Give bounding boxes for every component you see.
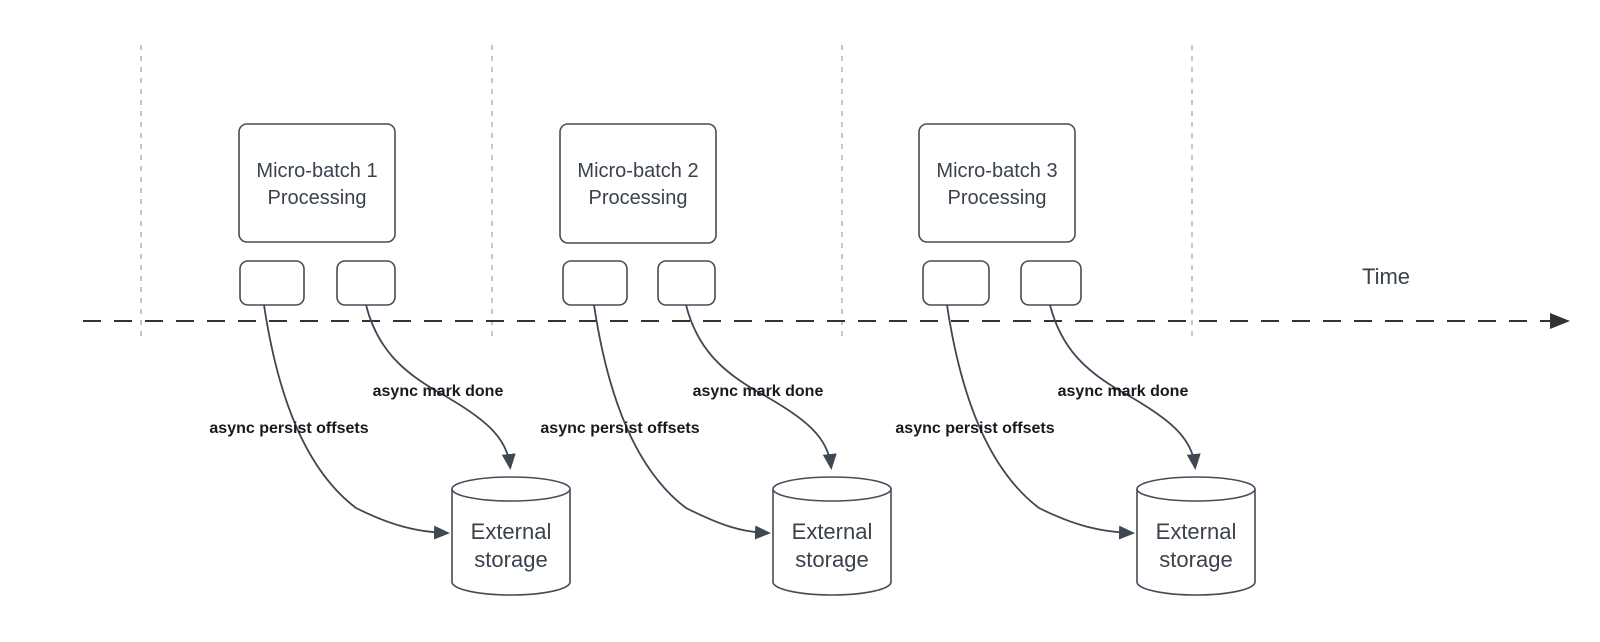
batch-3-persist-offsets-label: async persist offsets (895, 420, 1054, 437)
shapes (238, 123, 1256, 596)
batch-1-persist-offsets-label: async persist offsets (209, 420, 368, 437)
batch-1-mark-done-label: async mark done (373, 383, 504, 400)
batch-3-task-box-left (922, 260, 990, 306)
batch-2-task-box-left (562, 260, 628, 306)
batch-1-storage-cylinder (451, 476, 571, 596)
batch-1-title-line1: Micro-batch 1 (256, 160, 377, 182)
batch-2-title-line1: Micro-batch 2 (577, 160, 698, 182)
batch-3-persist-offsets-arrow (946, 304, 1135, 540)
batch-2-cylinder-body (772, 489, 892, 596)
batch-1-task-box-right (336, 260, 396, 306)
batch-2-persist-offsets-arrow (593, 304, 771, 540)
batch-3-processing-box (918, 123, 1076, 243)
time-axis-label-group: Time (1362, 264, 1410, 289)
shape-texts: Micro-batch 1 Processing Micro-batch 2 P… (256, 160, 1236, 572)
batch-1-cylinder-body (451, 489, 571, 596)
batch-3-mark-done-label: async mark done (1058, 383, 1189, 400)
time-guides (140, 45, 1193, 338)
batch-2-cylinder-top (772, 476, 892, 502)
batch-2-storage-label-line1: External (792, 519, 873, 544)
async-arrows (263, 304, 1201, 540)
batch-1-storage-label-line2: storage (474, 547, 547, 572)
batch-1-storage-label-line1: External (471, 519, 552, 544)
batch-1-mark-done-arrow (365, 304, 516, 470)
batch-2-persist-offsets-label: async persist offsets (540, 420, 699, 437)
batch-3-title-line2: Processing (948, 187, 1047, 209)
batch-1-task-box-left (239, 260, 305, 306)
batch-3-title-line1: Micro-batch 3 (936, 160, 1057, 182)
batch-2-processing-box (559, 123, 717, 244)
batch-1-processing-box (238, 123, 396, 243)
async-labels: async persist offsets async mark done as… (209, 383, 1188, 437)
batch-3-mark-done-arrow (1049, 304, 1201, 470)
batch-3-cylinder-top (1136, 476, 1256, 502)
batch-2-storage-cylinder (772, 476, 892, 596)
batch-3-storage-cylinder (1136, 476, 1256, 596)
batch-1-cylinder-top (451, 476, 571, 502)
batch-1-title-line2: Processing (268, 187, 367, 209)
batch-3-storage-label-line1: External (1156, 519, 1237, 544)
batch-2-task-box-right (657, 260, 716, 306)
batch-2-title-line2: Processing (589, 187, 688, 209)
batch-3-cylinder-body (1136, 489, 1256, 596)
batch-3-storage-label-line2: storage (1159, 547, 1232, 572)
time-axis-label: Time (1362, 264, 1410, 289)
batch-1-persist-offsets-arrow (263, 304, 450, 540)
batch-2-mark-done-arrow (685, 304, 837, 470)
batch-2-mark-done-label: async mark done (693, 383, 824, 400)
batch-3-task-box-right (1020, 260, 1082, 306)
batch-2-storage-label-line2: storage (795, 547, 868, 572)
